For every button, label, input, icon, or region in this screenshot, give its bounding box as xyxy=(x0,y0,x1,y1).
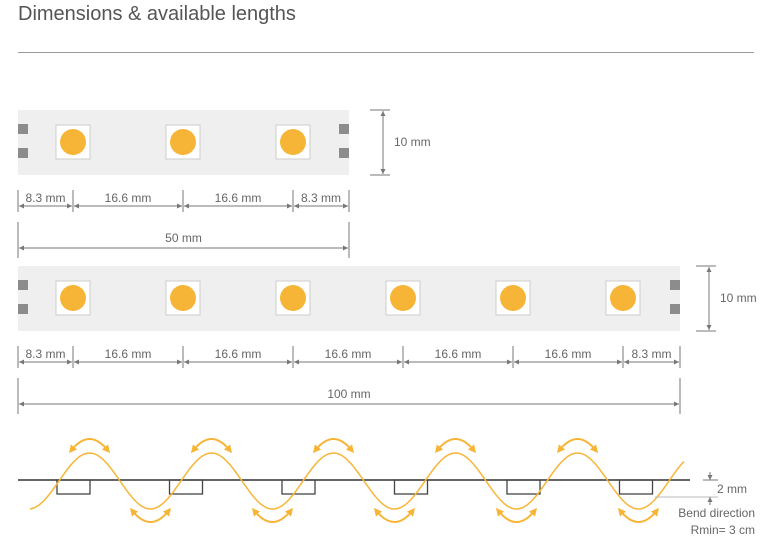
bend-diagram: 2 mm Bend direction Rmin= 3 cm xyxy=(18,438,755,537)
height-label: 10 mm xyxy=(720,291,757,305)
led-chip-side xyxy=(281,479,316,495)
led-icon xyxy=(60,285,86,311)
bend-direction-label: Bend direction xyxy=(678,506,755,520)
height-label: 10 mm xyxy=(394,135,431,149)
bend-down-arrow-icon xyxy=(373,507,416,523)
segment-label: 16.6 mm xyxy=(435,347,482,361)
solder-pad xyxy=(18,148,28,158)
bend-down-arrow-icon xyxy=(129,507,172,523)
led-icon xyxy=(170,129,196,155)
total-label: 50 mm xyxy=(165,231,202,245)
rmin-label: Rmin= 3 cm xyxy=(691,523,755,537)
segment-label: 16.6 mm xyxy=(545,347,592,361)
segment-label: 16.6 mm xyxy=(105,347,152,361)
page-title: Dimensions & available lengths xyxy=(18,3,296,25)
led-icon xyxy=(610,285,636,311)
strip-body xyxy=(18,266,680,331)
total-label: 100 mm xyxy=(327,387,370,401)
bend-up-arrow-icon xyxy=(556,438,599,454)
segment-label: 16.6 mm xyxy=(215,191,262,205)
solder-pad xyxy=(339,124,349,134)
bend-down-arrow-icon xyxy=(251,507,294,523)
led-chip-side xyxy=(168,479,204,495)
segment-label: 8.3 mm xyxy=(631,347,671,361)
solder-pad xyxy=(18,304,28,314)
strip-100mm: 10 mm 8.3 mm 16.6 mm 16.6 mm 16.6 mm 16.6 mm 1… xyxy=(17,265,757,414)
bend-up-arrow-icon xyxy=(312,438,355,454)
solder-pad xyxy=(18,124,28,134)
bend-down-arrow-icon xyxy=(495,507,538,523)
led-icon xyxy=(500,285,526,311)
segment-label: 16.6 mm xyxy=(325,347,372,361)
segment-label: 8.3 mm xyxy=(25,191,65,205)
bend-up-arrow-icon xyxy=(434,438,477,454)
solder-pad xyxy=(339,148,349,158)
bend-up-arrow-icon xyxy=(68,438,111,454)
divider xyxy=(18,52,754,53)
led-icon xyxy=(280,285,306,311)
led-chip-side xyxy=(56,479,91,495)
solder-pad xyxy=(670,304,680,314)
thickness-label: 2 mm xyxy=(717,482,747,496)
bend-down-arrow-icon xyxy=(617,507,660,523)
segment-label: 16.6 mm xyxy=(105,191,152,205)
led-icon xyxy=(280,129,306,155)
segment-label: 16.6 mm xyxy=(215,347,262,361)
segment-label: 8.3 mm xyxy=(301,191,341,205)
led-icon xyxy=(60,129,86,155)
led-chip-side xyxy=(393,479,429,495)
led-chip-side xyxy=(506,479,541,495)
led-icon xyxy=(390,285,416,311)
strip-50mm: 10 mm 8.3 mm 16.6 mm 16.6 mm 8.3 mm 50 mm xyxy=(17,109,431,258)
segment-label: 8.3 mm xyxy=(25,347,65,361)
solder-pad xyxy=(18,280,28,290)
bend-up-arrow-icon xyxy=(190,438,233,454)
bend-wave xyxy=(29,452,685,510)
led-chip-side xyxy=(618,479,654,495)
led-icon xyxy=(170,285,196,311)
solder-pad xyxy=(670,280,680,290)
